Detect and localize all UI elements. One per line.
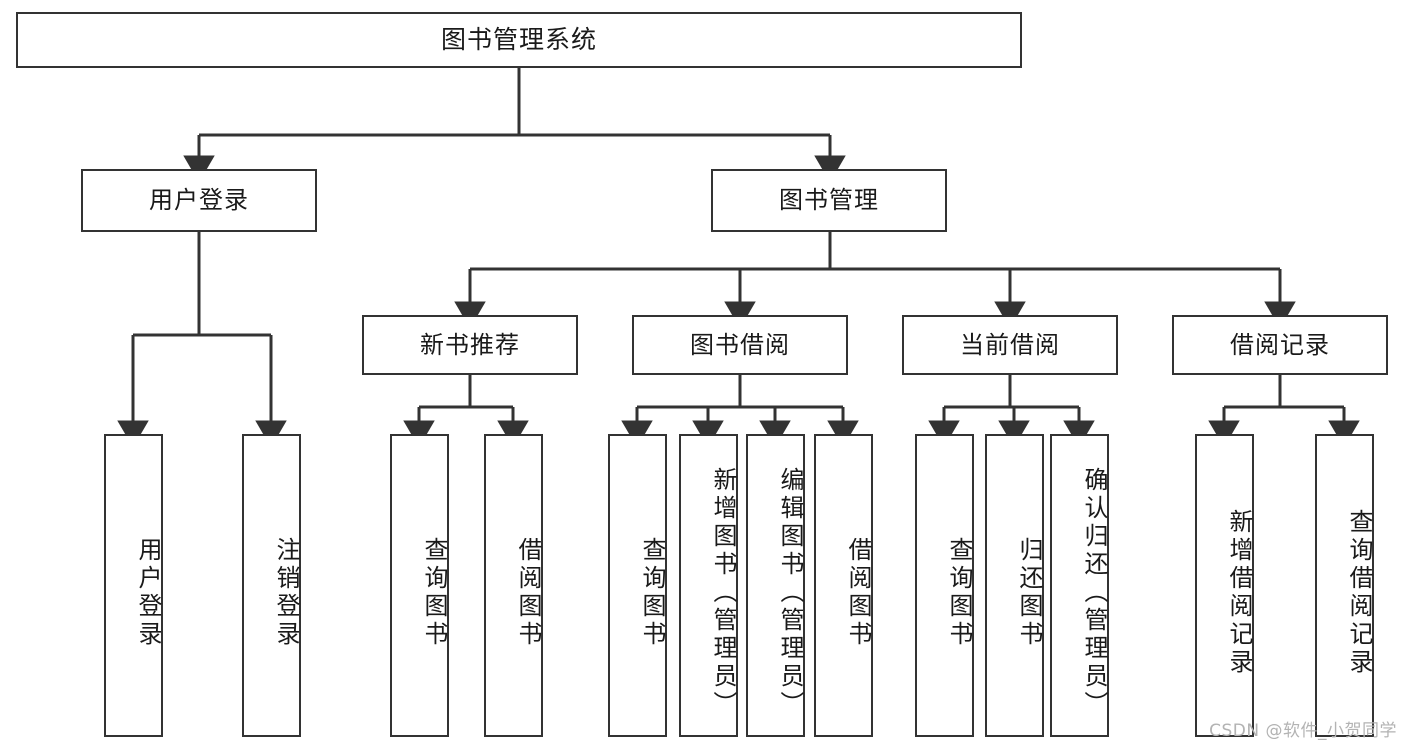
leaf-confirm-return-admin[interactable]: 确认归还（管理员） [1050,434,1109,737]
node-label: 用户登录 [134,536,162,649]
leaf-return-book[interactable]: 归还图书 [985,434,1044,737]
node-new-book-recommend[interactable]: 新书推荐 [362,315,578,375]
node-label: 查询图书 [420,536,448,649]
leaf-query-book-current[interactable]: 查询图书 [915,434,974,737]
node-borrow-record[interactable]: 借阅记录 [1172,315,1388,375]
leaf-borrow-book[interactable]: 借阅图书 [814,434,873,737]
node-user-login[interactable]: 用户登录 [81,169,317,232]
node-label: 用户登录 [149,186,249,215]
leaf-borrow-book-recommend[interactable]: 借阅图书 [484,434,543,737]
node-label: 借阅记录 [1230,330,1330,359]
leaf-query-book-borrow[interactable]: 查询图书 [608,434,667,737]
node-current-borrow[interactable]: 当前借阅 [902,315,1118,375]
node-book-management-system[interactable]: 图书管理系统 [16,12,1022,68]
csdn-watermark: CSDN @软件_小贺同学 [1209,721,1397,741]
node-book-management[interactable]: 图书管理 [711,169,947,232]
leaf-query-book-recommend[interactable]: 查询图书 [390,434,449,737]
node-label: 图书借阅 [690,330,790,359]
node-label: 新书推荐 [420,330,520,359]
leaf-add-borrow-record[interactable]: 新增借阅记录 [1195,434,1254,737]
node-label: 查询图书 [638,536,666,649]
leaf-add-book-admin[interactable]: 新增图书（管理员） [679,434,738,737]
node-label: 图书管理 [779,186,879,215]
node-label: 新增图书（管理员） [709,466,737,719]
node-label: 确认归还（管理员） [1080,466,1108,719]
node-label: 归还图书 [1015,536,1043,649]
node-label: 借阅图书 [844,536,872,649]
node-label: 当前借阅 [960,330,1060,359]
leaf-query-borrow-record[interactable]: 查询借阅记录 [1315,434,1374,737]
node-label: 注销登录 [272,536,300,649]
leaf-logout-login[interactable]: 注销登录 [242,434,301,737]
node-label: 编辑图书（管理员） [776,466,804,719]
node-label: 查询图书 [945,536,973,649]
node-book-borrow[interactable]: 图书借阅 [632,315,848,375]
node-label: 新增借阅记录 [1225,508,1253,677]
leaf-user-login[interactable]: 用户登录 [104,434,163,737]
leaf-edit-book-admin[interactable]: 编辑图书（管理员） [746,434,805,737]
node-label: 图书管理系统 [440,25,597,54]
node-label: 查询借阅记录 [1345,508,1373,677]
node-label: 借阅图书 [514,536,542,649]
